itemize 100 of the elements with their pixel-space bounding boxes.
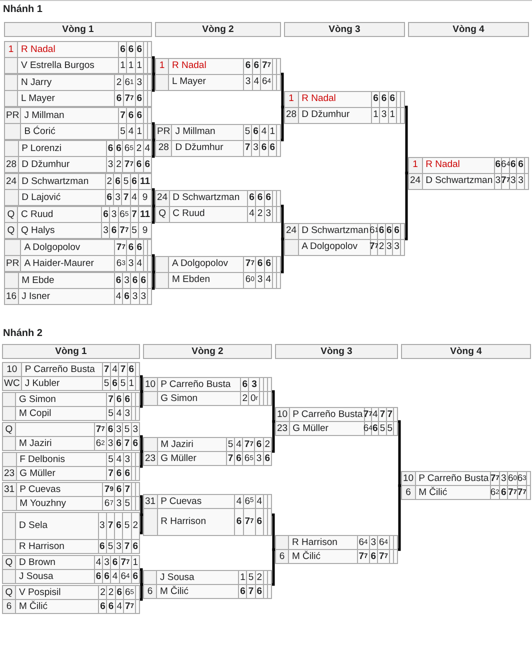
seed-cell: 31: [3, 483, 16, 496]
set-score-cell: 6: [393, 224, 400, 238]
seed-cell: 6: [3, 600, 15, 613]
set-score-cell: 7: [124, 483, 131, 496]
match-table: [155, 190, 281, 222]
player-name-cell: A Dolgopolov: [298, 240, 370, 254]
set-score-cell: 6: [99, 600, 106, 613]
set-score-cell: 6$^{5}$: [244, 494, 255, 508]
set-score-cell: 6: [132, 570, 139, 583]
set-score-cell: 6: [386, 224, 392, 238]
set-score-cell: 5: [122, 174, 130, 189]
set-score-cell: 5: [123, 513, 131, 539]
round-header: Vòng 1: [4, 22, 152, 37]
set-score-cell: 3: [264, 206, 272, 222]
player-name-cell: R Nadal: [298, 92, 372, 106]
set-score-cell: 6: [252, 124, 260, 140]
match-table: [155, 256, 281, 288]
match-table: [143, 437, 272, 466]
set-score-cell: 6: [107, 600, 115, 613]
set-score-cell: 6: [114, 174, 122, 189]
match-table: [4, 239, 152, 272]
player-name-cell: G Müller: [158, 452, 226, 465]
set-score-cell: 3: [140, 289, 147, 304]
player-name-cell: F Delbonis: [16, 453, 106, 466]
seed-cell: 10: [3, 363, 21, 376]
set-score-cell: 3: [106, 157, 114, 172]
set-score-cell: 3: [386, 240, 392, 254]
set-score-cell: 6: [264, 452, 271, 465]
set-score-cell: 2: [115, 157, 122, 172]
set-score-cell: 6: [255, 438, 263, 451]
set-score-cell: 4: [260, 124, 268, 140]
round-header: Vòng 4: [401, 344, 531, 359]
set-score-cell: 6: [380, 92, 388, 106]
bracket-line: [140, 435, 143, 453]
set-score-cell: 7$^{7}$: [370, 240, 378, 254]
set-score-cell: 2: [99, 586, 106, 599]
set-score-cell: 6: [111, 556, 119, 569]
section-title: Nhánh 1: [3, 4, 42, 16]
match-table: [155, 124, 281, 156]
player-name-cell: N Jarry: [18, 75, 114, 90]
set-score-cell: 5: [107, 407, 114, 420]
set-score-cell: 6: [131, 273, 139, 288]
bracket-line: [140, 514, 143, 534]
set-score-cell: 1: [239, 571, 246, 584]
bracket-line: [281, 72, 284, 108]
set-score-cell: 3: [124, 407, 131, 420]
set-score-cell: 7: [386, 408, 393, 421]
match-table: [155, 58, 281, 90]
set-score-cell: 6: [106, 190, 114, 205]
set-score-cell: 3: [380, 108, 388, 122]
match-table: [2, 482, 140, 511]
set-score-cell: 6: [372, 92, 380, 106]
set-score-cell: 2: [106, 174, 114, 189]
player-name-cell: M Jaziri: [158, 438, 226, 451]
set-score-cell: 4: [115, 407, 123, 420]
set-score-cell: 6: [110, 223, 118, 238]
set-score-cell: 7$^{7}$: [115, 240, 126, 255]
player-name-cell: C Ruud: [170, 206, 248, 222]
bracket-line: [272, 548, 275, 586]
set-score-cell: 6: [115, 437, 122, 450]
set-score-cell: 9: [138, 223, 151, 238]
set-score-cell: 7: [123, 437, 131, 450]
set-score-cell: 5: [107, 453, 114, 466]
seed-cell: Q: [3, 586, 15, 599]
bracket-line: [152, 270, 155, 290]
set-score-cell: 3: [102, 223, 110, 238]
seed-cell: 6: [276, 550, 288, 564]
set-score-cell: 6: [123, 289, 130, 304]
seed-cell: 28: [5, 157, 18, 172]
set-score-cell: 3: [256, 272, 264, 288]
set-score-cell: 6$^{5}$: [123, 141, 134, 156]
match-table: [284, 90, 405, 124]
bracket-line: [140, 450, 143, 468]
set-score-cell: 7$^{7}$: [490, 472, 499, 486]
seed-cell: PR: [5, 108, 20, 123]
seed-cell: 1: [285, 92, 298, 106]
set-score-cell: 6: [260, 140, 268, 156]
set-score-cell: 3: [500, 472, 508, 486]
set-score-cell: 3: [115, 540, 122, 553]
seed-cell: 10: [144, 378, 157, 391]
set-score-cell: 4: [256, 494, 263, 508]
set-score-cell: 6: [115, 91, 123, 106]
set-score-cell: 7: [130, 207, 138, 222]
set-score-cell: 6$^{5}$: [124, 586, 135, 599]
set-score-cell: 2: [132, 513, 139, 539]
set-score-cell: 5: [106, 540, 114, 553]
set-score-cell: 6: [235, 508, 243, 535]
match-table: [275, 407, 398, 436]
player-name-cell: P Carreño Busta: [22, 363, 102, 376]
seed-cell: 31: [144, 494, 157, 508]
set-score-cell: 7: [123, 540, 131, 553]
set-score-cell: 6: [106, 423, 114, 436]
player-name-cell: R Harrison: [158, 508, 234, 535]
set-score-cell: 2: [378, 240, 385, 254]
set-score-cell: 7: [107, 467, 114, 480]
set-score-cell: 6: [378, 224, 385, 238]
set-score-cell: 5: [244, 124, 252, 140]
set-score-cell: 6: [102, 207, 110, 222]
set-score-cell: 6: [264, 256, 272, 272]
round-header: Vòng 2: [143, 344, 272, 359]
